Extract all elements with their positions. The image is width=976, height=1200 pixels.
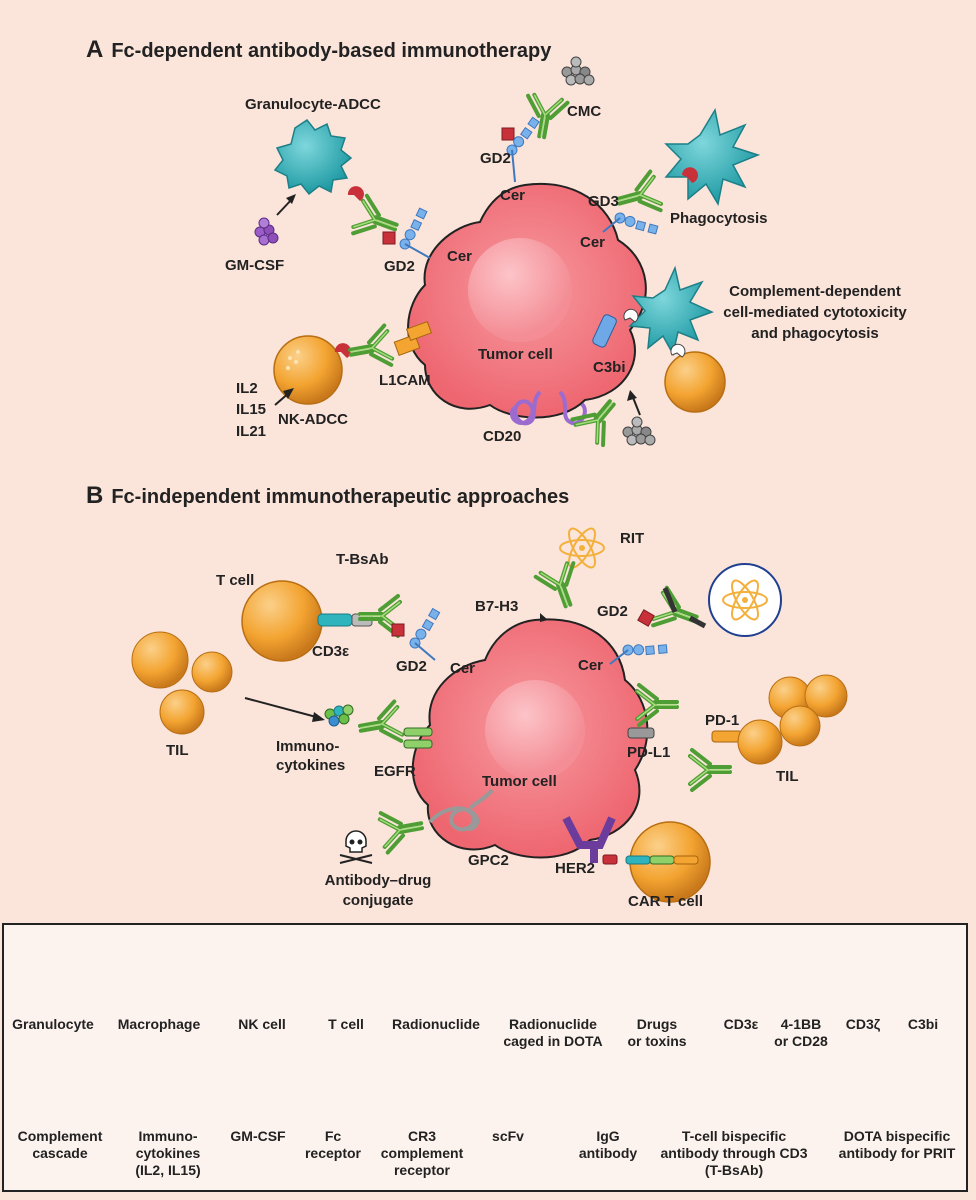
label-cdcc-line1: Complement-dependent bbox=[729, 283, 901, 300]
legend-t-cell: T cell bbox=[328, 1016, 364, 1032]
label-rit: RIT bbox=[620, 530, 645, 547]
legend-macrophage: Macrophage bbox=[117, 1016, 201, 1032]
label-t-bsab: T-BsAb bbox=[336, 551, 389, 568]
label-immunocytokines-2: cytokines bbox=[276, 757, 346, 774]
label-car-t: CAR T cell bbox=[628, 893, 704, 910]
label-gd2-left: GD2 bbox=[384, 258, 415, 275]
label-gd2-right-b: GD2 bbox=[597, 603, 628, 620]
label-gd2-left-b: GD2 bbox=[396, 658, 427, 675]
label-cer-right-b: Cer bbox=[578, 657, 604, 674]
granulocyte-a bbox=[273, 118, 353, 196]
label-l1cam: L1CAM bbox=[379, 372, 431, 389]
label-nk-adcc: NK-ADCC bbox=[278, 411, 348, 428]
panel-b-drawing bbox=[131, 523, 848, 903]
label-til-right: TIL bbox=[776, 768, 799, 785]
label-adc-2: conjugate bbox=[342, 892, 414, 909]
label-cer-top: Cer bbox=[500, 187, 526, 204]
macrophage-cdcc bbox=[628, 265, 714, 357]
macrophage-a bbox=[664, 107, 761, 207]
label-gpc2: GPC2 bbox=[468, 852, 509, 869]
legend-41bb: 4-1BB or CD28 bbox=[774, 1016, 828, 1049]
label-b7h3: B7-H3 bbox=[475, 598, 519, 615]
legend-c3bi: C3bi bbox=[907, 1016, 939, 1032]
label-cdcc-line2: cell-mediated cytotoxicity bbox=[723, 304, 907, 321]
legend-radionuclide: Radionuclide bbox=[392, 1016, 480, 1032]
label-cd20: CD20 bbox=[483, 428, 522, 445]
label-c3bi: C3bi bbox=[593, 359, 626, 376]
label-cmc: CMC bbox=[567, 103, 602, 120]
legend-igg: IgG antibody bbox=[578, 1128, 638, 1161]
label-pdl1: PD-L1 bbox=[627, 744, 671, 761]
legend-fc-receptor: Fc receptor bbox=[304, 1128, 362, 1161]
label-egfr: EGFR bbox=[374, 763, 416, 780]
legend-immunocytokines: Immuno- cytokines (IL2, IL15) bbox=[135, 1128, 201, 1178]
legend-granulocyte: Granulocyte bbox=[12, 1016, 94, 1032]
legend-drugs: Drugs or toxins bbox=[627, 1016, 687, 1049]
label-her2: HER2 bbox=[555, 860, 596, 877]
label-adc-1: Antibody–drug bbox=[324, 872, 432, 889]
label-immunocytokines-1: Immuno- bbox=[276, 738, 340, 755]
legend-t-bsab: T-cell bispecific antibody through CD3 (… bbox=[660, 1128, 808, 1178]
label-t-cell: T cell bbox=[216, 572, 255, 589]
label-til-left: TIL bbox=[166, 742, 189, 759]
nk-cell-a bbox=[273, 335, 343, 405]
label-il2: IL2 bbox=[236, 380, 258, 397]
label-cer-left: Cer bbox=[447, 248, 473, 265]
label-gm-csf: GM-CSF bbox=[225, 257, 285, 274]
label-phagocytosis: Phagocytosis bbox=[670, 210, 768, 227]
label-granulocyte-adcc: Granulocyte-ADCC bbox=[245, 96, 381, 113]
nucleus-a bbox=[468, 238, 572, 342]
legend-radionuclide-dota: Radionuclide caged in DOTA bbox=[503, 1016, 603, 1049]
label-gd3: GD3 bbox=[588, 193, 619, 210]
panel-a-title: A Fc-dependent antibody-based immunothera… bbox=[86, 36, 551, 64]
legend-gm-csf: GM-CSF bbox=[230, 1128, 286, 1144]
panel-a-letter: A bbox=[86, 36, 104, 63]
nucleus-b bbox=[485, 680, 585, 780]
legend-dota-bsab: DOTA bispecific antibody for PRIT bbox=[838, 1128, 956, 1161]
label-il15: IL15 bbox=[236, 401, 267, 418]
label-tumor-cell-a: Tumor cell bbox=[478, 346, 553, 363]
panel-b-title-text: Fc-independent immunotherapeutic approac… bbox=[111, 486, 570, 508]
legend-complement: Complement cascade bbox=[17, 1128, 103, 1161]
panel-b-letter: B bbox=[86, 482, 104, 509]
legend-nk-cell: NK cell bbox=[238, 1016, 286, 1032]
panel-a-title-text: Fc-dependent antibody-based immunotherap… bbox=[111, 40, 552, 62]
label-cer-right: Cer bbox=[580, 234, 606, 251]
legend-scfv: scFv bbox=[492, 1128, 524, 1144]
label-tumor-cell-b: Tumor cell bbox=[482, 773, 557, 790]
label-cd3e: CD3ε bbox=[312, 643, 350, 660]
legend-cd3e: CD3ε bbox=[723, 1016, 759, 1032]
label-pd1: PD-1 bbox=[705, 712, 740, 729]
panel-b-title: B Fc-independent immunotherapeutic approa… bbox=[86, 482, 569, 510]
label-cdcc-line3: and phagocytosis bbox=[751, 325, 879, 342]
nk-cdcc bbox=[664, 351, 726, 413]
legend-cr3: CR3 complement receptor bbox=[380, 1128, 464, 1178]
t-cell-b bbox=[241, 580, 323, 662]
legend-box bbox=[2, 923, 968, 1192]
legend-cd3z: CD3ζ bbox=[845, 1016, 881, 1032]
label-cer-left-b: Cer bbox=[450, 660, 476, 677]
label-gd2-top: GD2 bbox=[480, 150, 511, 167]
label-il21: IL21 bbox=[236, 423, 267, 440]
panel-a-drawing bbox=[254, 56, 761, 449]
